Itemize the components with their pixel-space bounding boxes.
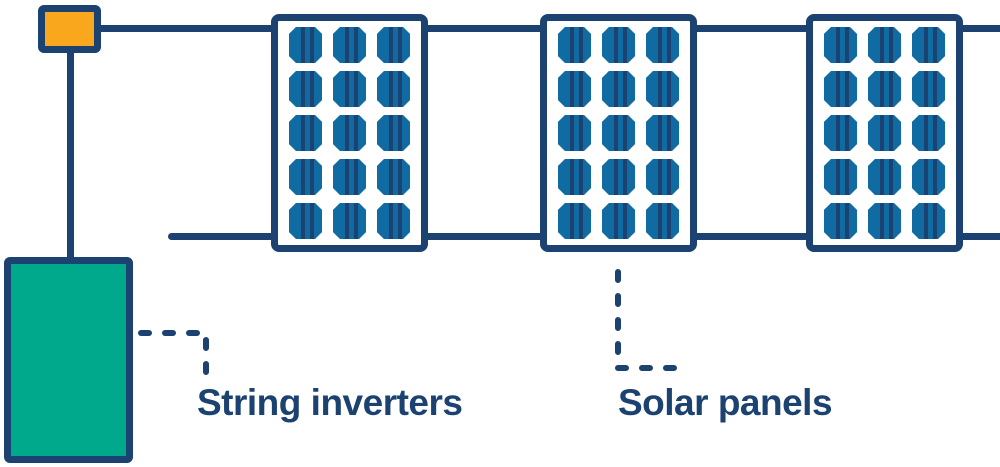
panel-cell [289, 27, 322, 63]
panel-cell [646, 115, 679, 151]
panel-cell [558, 115, 591, 151]
panel-cell [377, 159, 410, 195]
string-inverters-callout-line [138, 330, 209, 377]
panel-cell [333, 203, 366, 239]
panel-cell [868, 27, 901, 63]
panel-cell [558, 71, 591, 107]
solar-panel-icon [271, 14, 428, 252]
panel-cell [333, 159, 366, 195]
panel-cell [333, 27, 366, 63]
panel-cell [912, 71, 945, 107]
panel-cell [824, 115, 857, 151]
panel-cell [558, 203, 591, 239]
panel-cell [868, 159, 901, 195]
panel-cell [289, 115, 322, 151]
string-inverter-icon [4, 257, 133, 463]
panel-cell [912, 27, 945, 63]
panel-cell [558, 27, 591, 63]
panel-cell [602, 203, 635, 239]
panel-cell [868, 115, 901, 151]
panel-cell-grid [547, 21, 690, 245]
string-inverters-label: String inverters [197, 382, 463, 423]
panel-cell-grid [278, 21, 421, 245]
panel-cell [602, 115, 635, 151]
panel-cell-grid [813, 21, 956, 245]
solar-panels-label: Solar panels [618, 382, 833, 423]
panel-cell [377, 203, 410, 239]
panel-cell [824, 27, 857, 63]
panel-cell [333, 71, 366, 107]
panel-cell [646, 27, 679, 63]
panel-cell [646, 159, 679, 195]
junction-box-icon [38, 5, 101, 53]
panel-cell [912, 203, 945, 239]
panel-cell [289, 71, 322, 107]
panel-cell [377, 27, 410, 63]
panel-cell [912, 115, 945, 151]
panel-cell [333, 115, 366, 151]
panel-cell [377, 71, 410, 107]
panel-cell [868, 71, 901, 107]
panel-cell [868, 203, 901, 239]
solar-panel-icon [806, 14, 963, 252]
panel-cell [646, 71, 679, 107]
panel-cell [289, 203, 322, 239]
inverter-connection-wire [67, 50, 74, 257]
panel-cell [602, 71, 635, 107]
panel-cell [289, 159, 322, 195]
panel-cell [602, 159, 635, 195]
panel-cell [646, 203, 679, 239]
panel-cell [602, 27, 635, 63]
panel-cell [824, 159, 857, 195]
panel-cell [377, 115, 410, 151]
solar-panels-callout-line [615, 269, 690, 371]
solar-panel-icon [540, 14, 697, 252]
panel-cell [912, 159, 945, 195]
panel-cell [824, 71, 857, 107]
panel-cell [824, 203, 857, 239]
panel-cell [558, 159, 591, 195]
